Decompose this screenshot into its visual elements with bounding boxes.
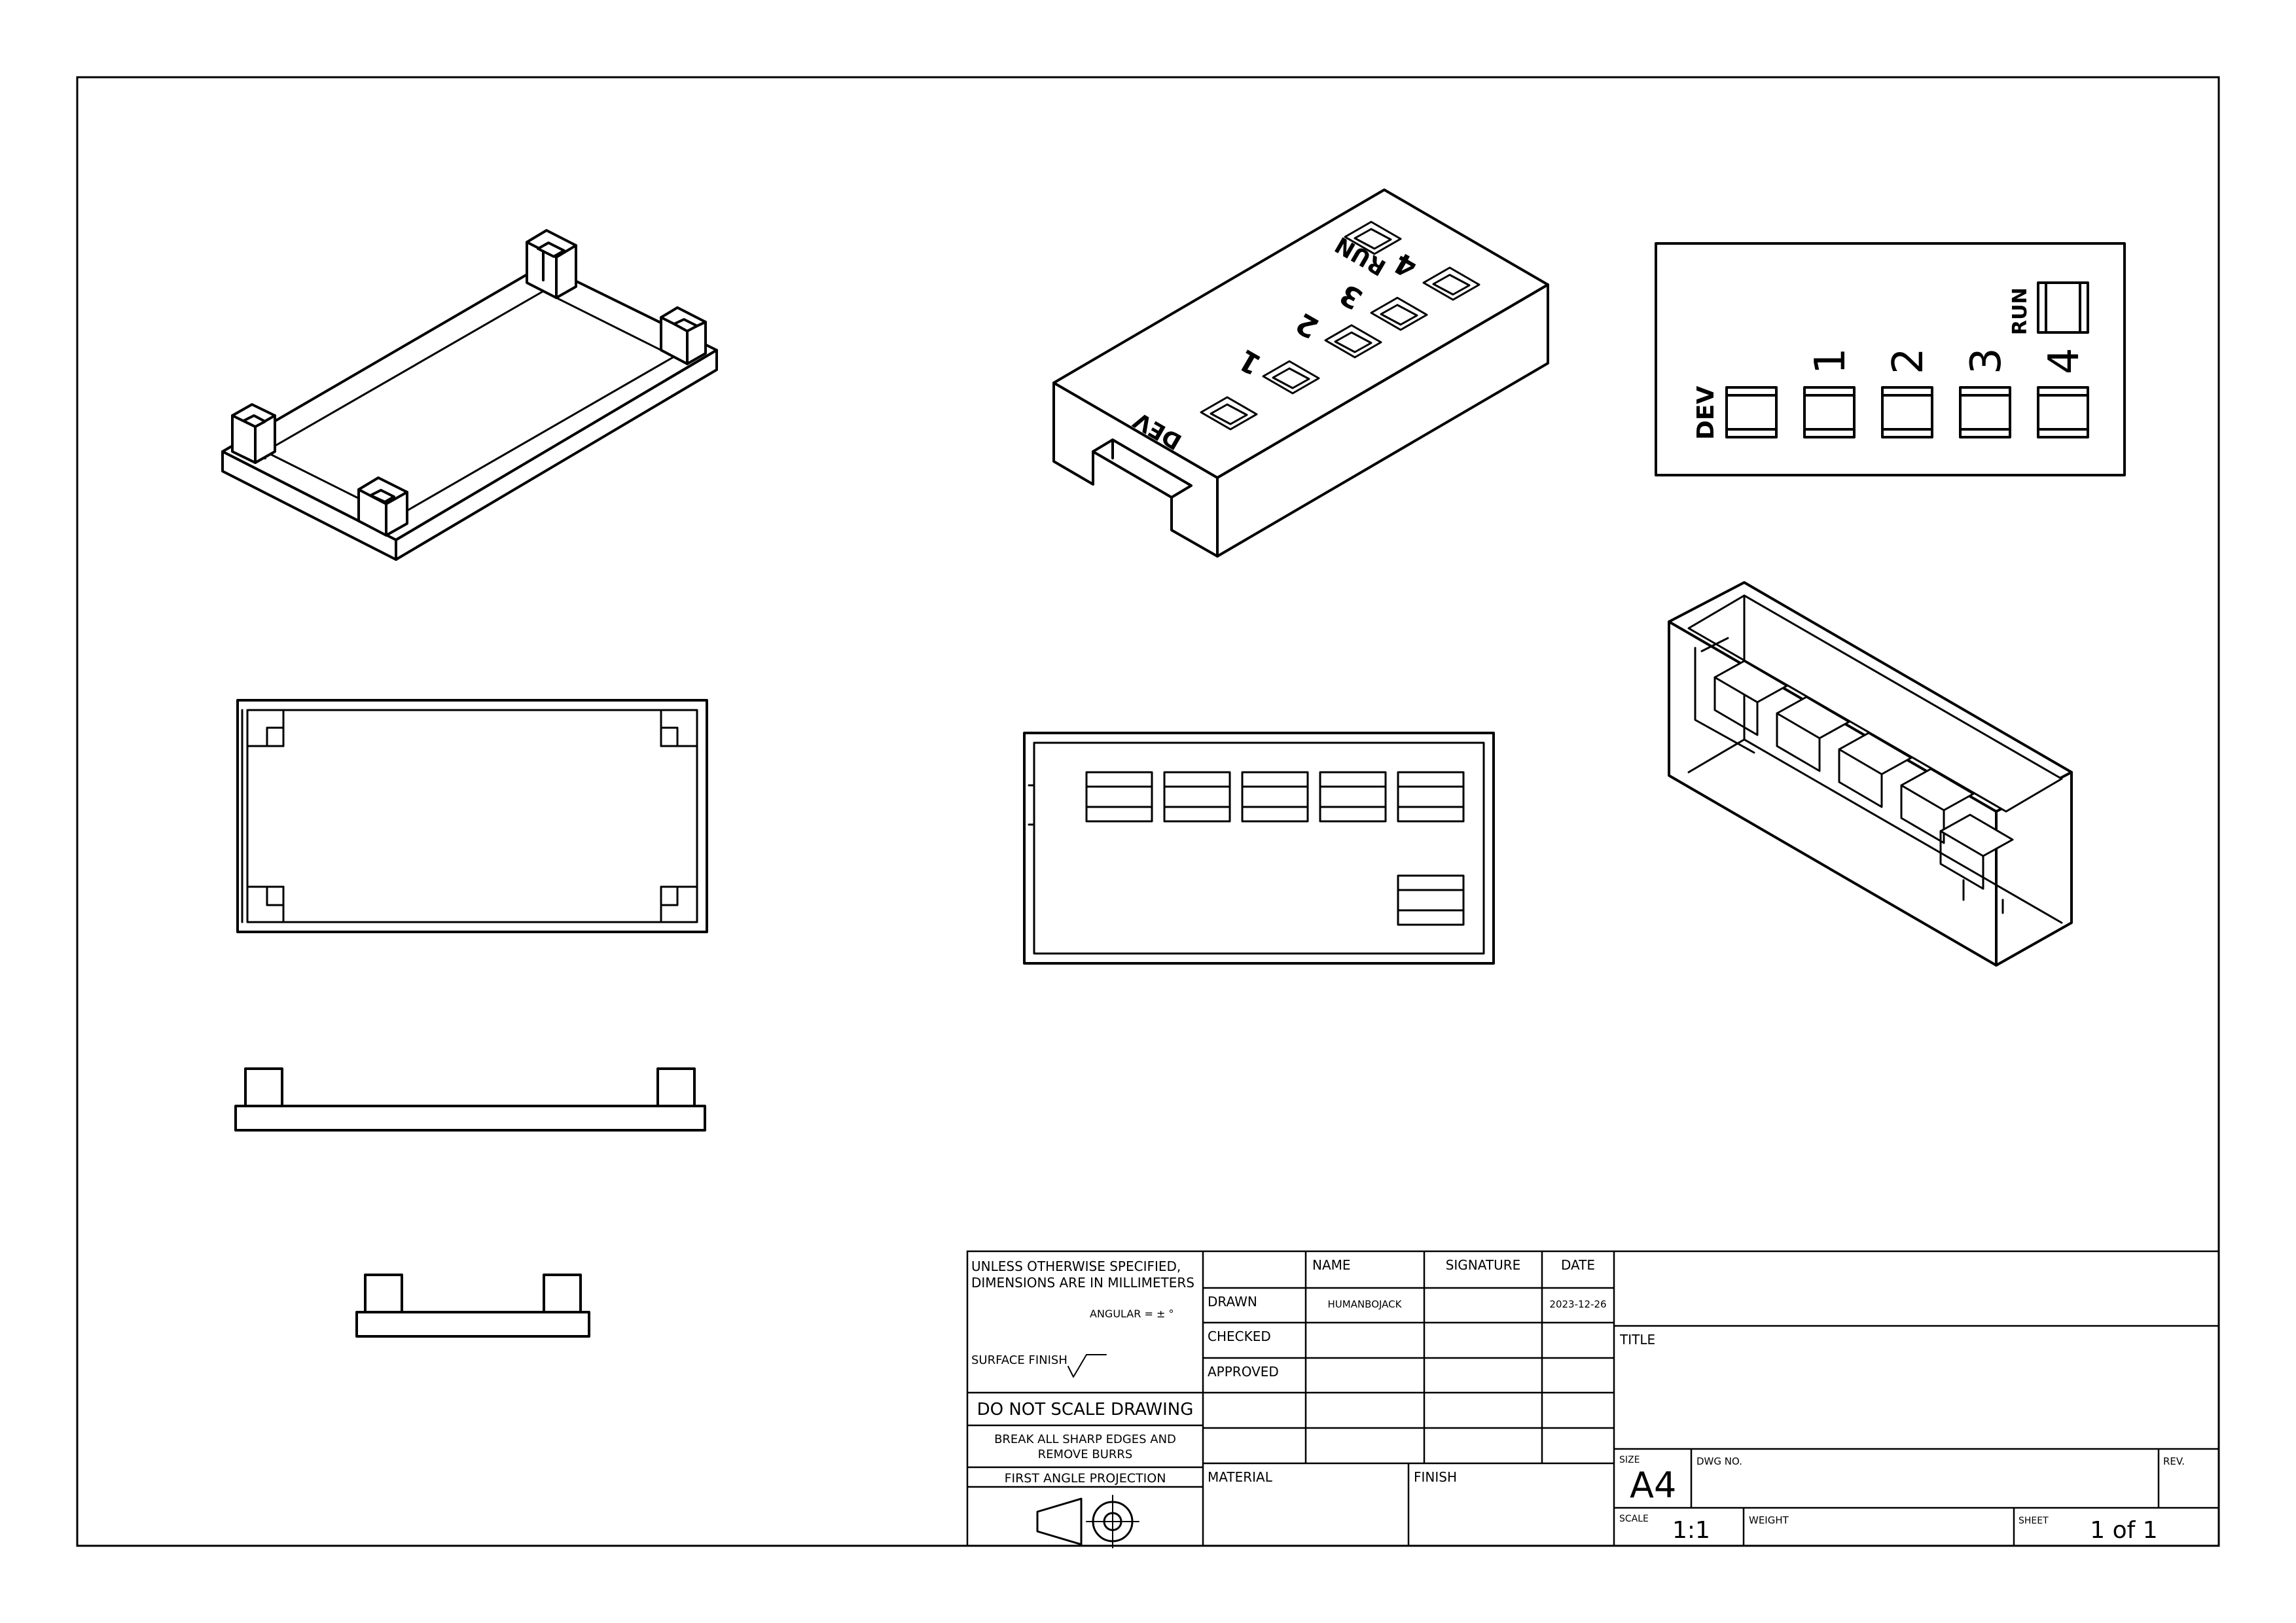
cover-label-face-view: DEV 1 2 3 4 RUN — [1655, 242, 2126, 476]
tb-size-value: A4 — [1630, 1465, 1676, 1506]
tb-material: MATERIAL — [1208, 1469, 1273, 1485]
base-tray-top-view — [236, 699, 708, 933]
label-face-run: RUN — [2009, 287, 2032, 335]
tb-angular: ANGULAR = ± ° — [1090, 1308, 1174, 1320]
tb-first-angle: FIRST ANGLE PROJECTION — [1005, 1471, 1166, 1486]
tray-post-right — [660, 306, 707, 365]
label-face-window-dev — [1725, 386, 1778, 438]
cover-window-1 — [1262, 360, 1320, 395]
cover-window-4 — [1422, 266, 1480, 301]
tb-drawn-date: 2023-12-26 — [1549, 1298, 1606, 1310]
tb-col-name: NAME — [1312, 1257, 1351, 1273]
label-face-window-1 — [1803, 386, 1856, 438]
tb-unless-specified-2: DIMENSIONS ARE IN MILLIMETERS — [971, 1275, 1194, 1291]
cover-bottom-window-5 — [1397, 771, 1465, 823]
cover-bottom-window-3 — [1241, 771, 1309, 823]
tb-col-signature: SIGNATURE — [1446, 1257, 1521, 1273]
tb-unless-specified-1: UNLESS OTHERWISE SPECIFIED, — [971, 1258, 1181, 1274]
tray-post-left — [231, 403, 276, 464]
cover-bottom-window-2 — [1163, 771, 1231, 823]
tb-drawn-name: HUMANBOJACK — [1328, 1298, 1403, 1310]
cover-window-run — [1344, 221, 1402, 255]
tb-sheet-label: SHEET — [2018, 1516, 2049, 1526]
tb-row-approved: APPROVED — [1208, 1364, 1279, 1380]
tray-post-back — [526, 229, 577, 299]
label-face-window-3 — [1959, 386, 2011, 438]
tb-title-label: TITLE — [1619, 1332, 1655, 1347]
tray-post-front — [357, 476, 408, 537]
base-tray-side-view — [355, 1274, 590, 1338]
tb-scale-value: 1:1 — [1672, 1517, 1710, 1544]
label-face-window-run — [2037, 281, 2089, 334]
tb-break-edges-1: BREAK ALL SHARP EDGES AND — [994, 1433, 1176, 1446]
tb-row-drawn: DRAWN — [1208, 1294, 1257, 1310]
tb-row-checked: CHECKED — [1208, 1329, 1271, 1344]
tb-dwg-no-label: DWG NO. — [1696, 1455, 1742, 1467]
cover-window-2 — [1324, 324, 1382, 359]
tray-top-corner-tr — [660, 709, 698, 747]
label-face-2: 2 — [1884, 348, 1933, 374]
tb-do-not-scale: DO NOT SCALE DRAWING — [977, 1400, 1194, 1419]
base-tray-isometric-view — [221, 229, 718, 561]
cover-window-dev — [1200, 396, 1258, 431]
label-face-3: 3 — [1962, 348, 2011, 374]
tb-scale-label: SCALE — [1619, 1514, 1649, 1524]
cover-underside-isometric-view — [1668, 581, 2073, 967]
tray-top-corner-tl — [246, 709, 285, 747]
title-block: UNLESS OTHERWISE SPECIFIED, DIMENSIONS A… — [966, 1250, 2220, 1548]
tb-surface-finish: SURFACE FINISH — [971, 1353, 1067, 1367]
label-face-window-4 — [2037, 386, 2089, 438]
surface-finish-icon — [1067, 1354, 1107, 1378]
cover-window-3 — [1370, 296, 1428, 331]
label-face-dev: DEV — [1693, 386, 1719, 440]
tray-top-corner-bl — [246, 885, 285, 923]
label-face-window-2 — [1881, 386, 1933, 438]
tray-top-corner-br — [660, 885, 698, 923]
underside-window-chain — [1713, 660, 2014, 914]
tb-break-edges-2: REMOVE BURRS — [1038, 1448, 1133, 1461]
tb-col-date: DATE — [1561, 1257, 1595, 1273]
top-cover-isometric-view — [1052, 188, 1549, 558]
tb-rev-label: REV. — [2163, 1455, 2185, 1467]
first-angle-projection-icon — [1036, 1495, 1139, 1548]
tb-weight-label: WEIGHT — [1749, 1514, 1789, 1526]
tb-finish: FINISH — [1414, 1469, 1457, 1485]
cover-bottom-window-1 — [1085, 771, 1153, 823]
cover-bottom-window-6 — [1397, 874, 1465, 926]
tb-sheet-value: 1 of 1 — [2090, 1517, 2157, 1544]
cover-bottom-window-4 — [1319, 771, 1387, 823]
label-face-4: 4 — [2040, 348, 2089, 374]
label-face-1: 1 — [1806, 348, 1855, 374]
tb-size-label: SIZE — [1619, 1455, 1640, 1465]
cover-bottom-view — [1023, 732, 1495, 965]
base-tray-front-view — [234, 1067, 706, 1132]
